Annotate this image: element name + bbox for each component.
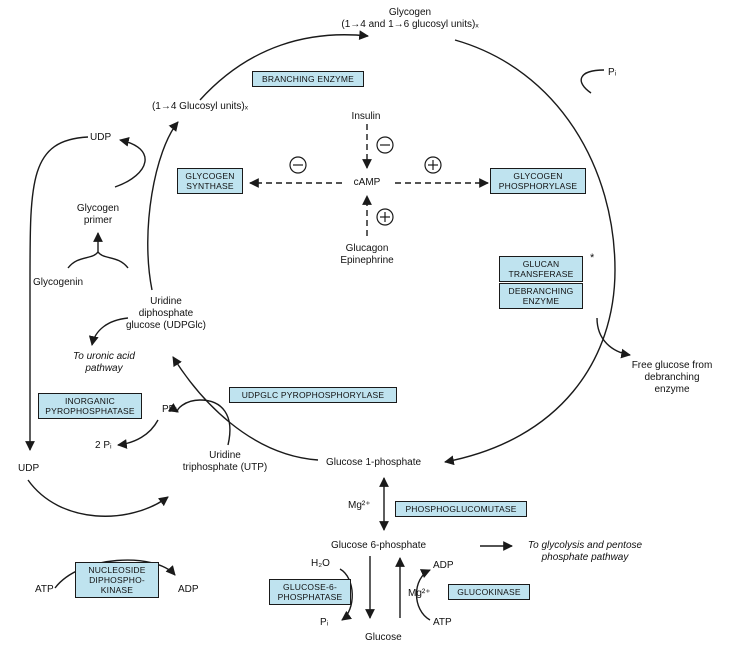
glucokinase-atp-adp-arc [415,569,431,621]
enzyme-inorganic-pyrophosphatase: Inorganic pyrophosphatase [38,393,142,419]
enzyme-debranching: Debranching enzyme [499,283,583,309]
glucosyl-units-label: (1→4 Glucosyl units)ₓ [151,101,249,112]
enzyme-phosphoglucomutase: Phosphoglucomutase [395,501,527,517]
enzyme-glycogen-synthase: Glycogen synthase [177,168,243,194]
glucose-label: Glucose [365,632,402,643]
glycogen-label: Glycogen (1→4 and 1→6 glucosyl units)ₓ [341,7,479,30]
pi-top-label: Pᵢ [608,67,617,78]
enzyme-glucose-6-phosphatase: Glucose-6- phosphatase [269,579,351,605]
udp-left-label: UDP [18,463,40,474]
udp-top-label: UDP [90,132,112,143]
plus-sign-glucagon [376,208,394,226]
insulin-label: Insulin [351,111,381,122]
camp-label: cAMP [353,177,381,188]
enzyme-udpglc-pyrophosphorylase: UDPGlc pyrophosphorylase [229,387,397,403]
ppi-label: PPᵢ [162,404,177,415]
cycle-arc-udpglc-to-glucosyl [147,121,179,291]
enzyme-glycogen-phosphorylase: Glycogen phosphorylase [490,168,586,194]
plus-sign-phosphorylase [424,156,442,174]
ppi-to-2pi-arrow [117,419,159,449]
g6pase-h2o-pi-arc [339,568,353,621]
enzyme-glucan-transferase: Glucan transferase [499,256,583,282]
free-glucose-arrow [596,317,631,359]
glycogenin-bracket [67,250,129,269]
glycogen-primer-label: Glycogen primer [76,203,120,226]
pi-entry-arrow [580,69,605,94]
glycolysis-label: To glycolysis and pentose phosphate path… [527,540,643,563]
utp-loop-arrow [167,399,231,446]
enzyme-branching: Branching enzyme [252,71,364,87]
utp-regeneration-arc [27,479,169,517]
udpglc-label: Uridine diphosphate glucose (UDPGlc) [125,296,207,331]
atp-to-adp-arc [54,559,176,589]
uronic-branch-arrow [88,317,129,346]
uronic-acid-label: To uronic acid pathway [73,351,135,374]
glycogenin-label: Glycogenin [33,277,84,288]
cycle-arc-glucose1p-to-udpglc [172,356,319,461]
h2o-label: H₂O [311,558,330,569]
atp-left-label: ATP [35,584,54,595]
enzyme-nucleoside-diphosphokinase: Nucleoside diphospho- kinase [75,562,159,598]
glucose-6-phosphate-label: Glucose 6-phosphate [331,540,427,551]
atp-right-label: ATP [433,617,452,628]
free-glucose-label: Free glucose from debranching enzyme [631,360,713,395]
glucose-1-phosphate-label: Glucose 1-phosphate [326,457,422,468]
udp-loop-arrow [114,137,146,188]
enzyme-glucokinase: Glucokinase [448,584,530,600]
utp-label: Uridine triphosphate (UTP) [182,450,268,473]
adp-left-label: ADP [178,584,199,595]
asterisk-mark: * [590,252,595,264]
mg-bottom-label: Mg²⁺ [408,588,431,599]
pi-bottom-label: Pᵢ [320,617,329,628]
cycle-arc-glucosyl-to-glycogen [199,30,369,101]
minus-sign-insulin [376,136,394,154]
glucagon-epinephrine-label: Glucagon Epinephrine [340,243,394,266]
minus-sign-synthase [289,156,307,174]
udp-left-descent [25,136,89,451]
cycle-arc-glycogen-to-glucose1p [444,39,616,466]
adp-right-label: ADP [433,560,454,571]
two-pi-label: 2 Pᵢ [95,440,112,451]
mg-top-label: Mg²⁺ [348,500,371,511]
